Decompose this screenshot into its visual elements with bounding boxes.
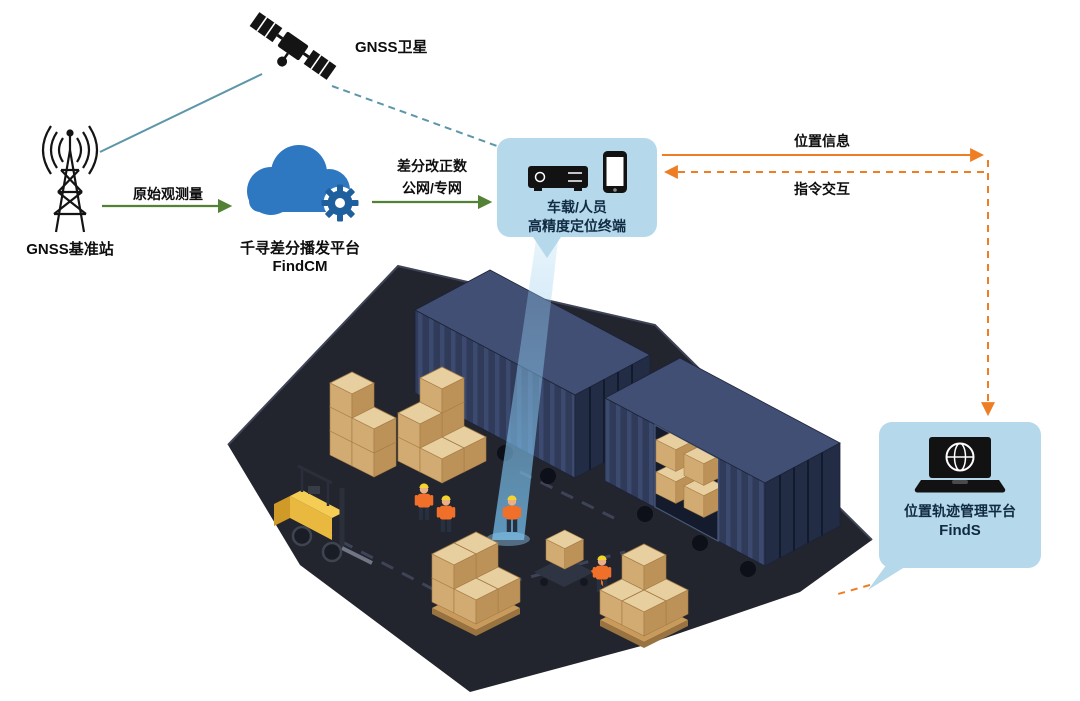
management-platform-product: FindS <box>939 522 981 539</box>
gear-icon <box>321 184 359 222</box>
management-platform-node: 位置轨迹管理平台 FindS <box>879 422 1041 568</box>
link-satellite-to-terminal <box>331 85 498 147</box>
position-info-label: 位置信息 <box>794 133 850 149</box>
link-satellite-to-base <box>99 73 263 153</box>
correction-label-line1: 差分改正数 <box>397 158 467 174</box>
forklift-icon <box>274 464 373 565</box>
base-station-label: GNSS基准站 <box>26 241 114 258</box>
media-terminal-icon <box>528 166 588 191</box>
raw-observation-label: 原始观测量 <box>133 186 203 202</box>
correction-label-line2: 公网/专网 <box>402 180 462 196</box>
smartphone-icon <box>603 151 627 193</box>
terminal-node: 车载/人员 高精度定位终端 <box>497 138 657 237</box>
cloud-platform-product: FindCM <box>272 258 328 275</box>
terminal-label-line1: 车载/人员 <box>547 199 607 215</box>
satellite-label: GNSS卫星 <box>355 39 428 56</box>
terminal-label-line2: 高精度定位终端 <box>528 218 626 234</box>
radio-tower-icon <box>41 125 99 233</box>
cloud-platform-name: 千寻差分播发平台 <box>239 240 360 257</box>
warehouse-scene <box>227 240 873 692</box>
terminal-bubble-tail <box>531 234 563 258</box>
satellite-icon <box>249 12 337 80</box>
laptop-globe-icon <box>914 437 1006 493</box>
command-interaction-label: 指令交互 <box>794 181 850 197</box>
management-platform-name: 位置轨迹管理平台 <box>904 503 1016 519</box>
link-platform-to-scene <box>837 584 871 595</box>
shipping-container-icon <box>604 357 841 577</box>
